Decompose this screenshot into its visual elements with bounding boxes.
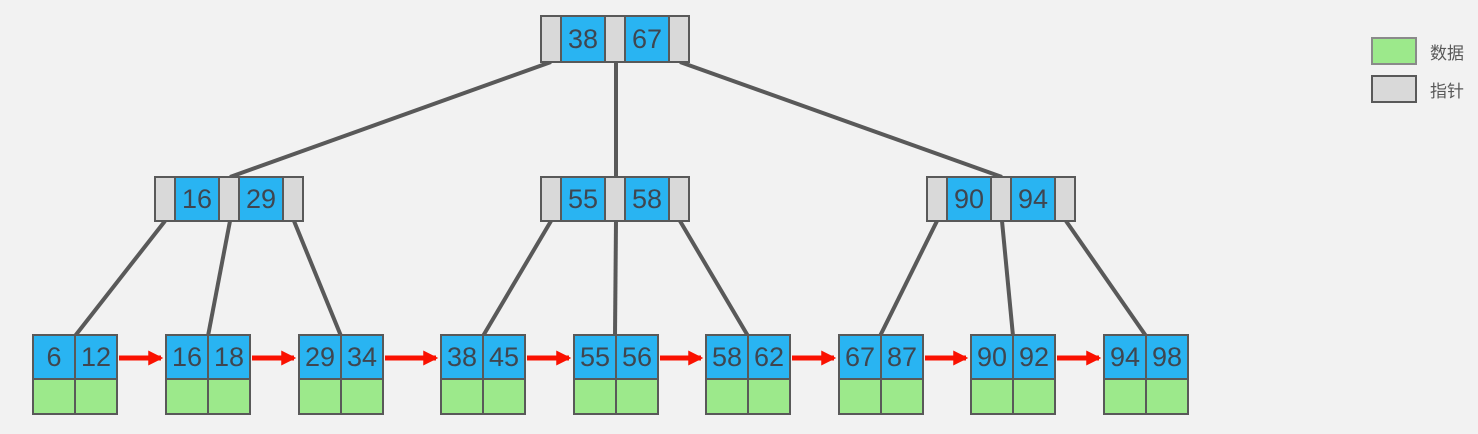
data-cell: [880, 378, 924, 415]
legend-label-data: 数据: [1430, 43, 1464, 63]
pointer-cell: [282, 176, 304, 222]
data-cell: [440, 378, 484, 415]
key-cell: 94: [1103, 334, 1147, 380]
data-cell: [1012, 378, 1056, 415]
legend-item-data: 数据: [1371, 37, 1464, 65]
leaf-node-6: 58 62: [705, 334, 791, 415]
key-cell: 92: [1012, 334, 1056, 380]
data-cell: [165, 378, 209, 415]
edge-internal1-leaf3: [292, 220, 343, 337]
key-cell: 18: [207, 334, 251, 380]
internal-node-1: 16 29: [154, 176, 304, 222]
key-cell: 29: [298, 334, 342, 380]
legend: 数据 指针: [1371, 37, 1464, 113]
edge-internal3-leaf8: [1000, 220, 1015, 337]
internal-node-3: 90 94: [926, 176, 1076, 222]
key-cell: 62: [747, 334, 791, 380]
leaf-node-9: 94 98: [1103, 334, 1189, 415]
data-cell: [207, 378, 251, 415]
root-node: 38 67: [540, 15, 690, 63]
pointer-cell: [990, 176, 1012, 222]
key-cell: 16: [174, 176, 220, 222]
key-cell: 58: [705, 334, 749, 380]
key-cell: 56: [615, 334, 659, 380]
edge-root-internal1: [229, 60, 552, 179]
data-cell: [1103, 378, 1147, 415]
leaf-node-5: 55 56: [573, 334, 659, 415]
key-cell: 29: [238, 176, 284, 222]
pointer-cell: [668, 176, 690, 222]
key-cell: 38: [560, 15, 606, 63]
pointer-cell: [604, 176, 626, 222]
edge-internal2-leaf6: [678, 219, 750, 338]
key-cell: 55: [560, 176, 606, 222]
data-cell: [74, 378, 118, 415]
key-cell: 55: [573, 334, 617, 380]
leaf-node-2: 16 18: [165, 334, 251, 415]
edge-internal2-leaf4: [481, 219, 553, 338]
key-cell: 67: [624, 15, 670, 63]
pointer-swatch: [1371, 75, 1417, 103]
data-cell: [615, 378, 659, 415]
data-swatch: [1371, 37, 1417, 65]
data-cell: [970, 378, 1014, 415]
legend-item-pointer: 指针: [1371, 75, 1464, 103]
edge-internal3-leaf9: [1064, 219, 1148, 338]
key-cell: 90: [946, 176, 992, 222]
pointer-cell: [926, 176, 948, 222]
pointer-cell: [218, 176, 240, 222]
key-cell: 38: [440, 334, 484, 380]
data-cell: [298, 378, 342, 415]
pointer-cell: [154, 176, 176, 222]
pointer-cell: [540, 176, 562, 222]
edge-internal1-leaf1: [73, 219, 167, 338]
edge-internal2-leaf5: [613, 220, 618, 337]
data-cell: [482, 378, 526, 415]
pointer-cell: [604, 15, 626, 63]
key-cell: 87: [880, 334, 924, 380]
key-cell: 98: [1145, 334, 1189, 380]
key-cell: 58: [624, 176, 670, 222]
edge-internal1-leaf2: [206, 220, 232, 337]
internal-node-2: 55 58: [540, 176, 690, 222]
leaf-node-4: 38 45: [440, 334, 526, 415]
key-cell: 6: [32, 334, 76, 380]
leaf-node-1: 6 12: [32, 334, 118, 415]
key-cell: 90: [970, 334, 1014, 380]
leaf-node-3: 29 34: [298, 334, 384, 415]
edge-root-internal3: [679, 60, 1003, 179]
data-cell: [747, 378, 791, 415]
data-cell: [705, 378, 749, 415]
data-cell: [1145, 378, 1189, 415]
key-cell: 94: [1010, 176, 1056, 222]
edge-internal3-leaf7: [878, 220, 939, 337]
pointer-cell: [540, 15, 562, 63]
legend-label-pointer: 指针: [1430, 81, 1464, 101]
pointer-cell: [668, 15, 690, 63]
data-cell: [340, 378, 384, 415]
key-cell: 45: [482, 334, 526, 380]
pointer-cell: [1054, 176, 1076, 222]
key-cell: 16: [165, 334, 209, 380]
key-cell: 12: [74, 334, 118, 380]
key-cell: 34: [340, 334, 384, 380]
key-cell: 67: [838, 334, 882, 380]
data-cell: [32, 378, 76, 415]
leaf-node-7: 67 87: [838, 334, 924, 415]
leaf-node-8: 90 92: [970, 334, 1056, 415]
data-cell: [838, 378, 882, 415]
data-cell: [573, 378, 617, 415]
